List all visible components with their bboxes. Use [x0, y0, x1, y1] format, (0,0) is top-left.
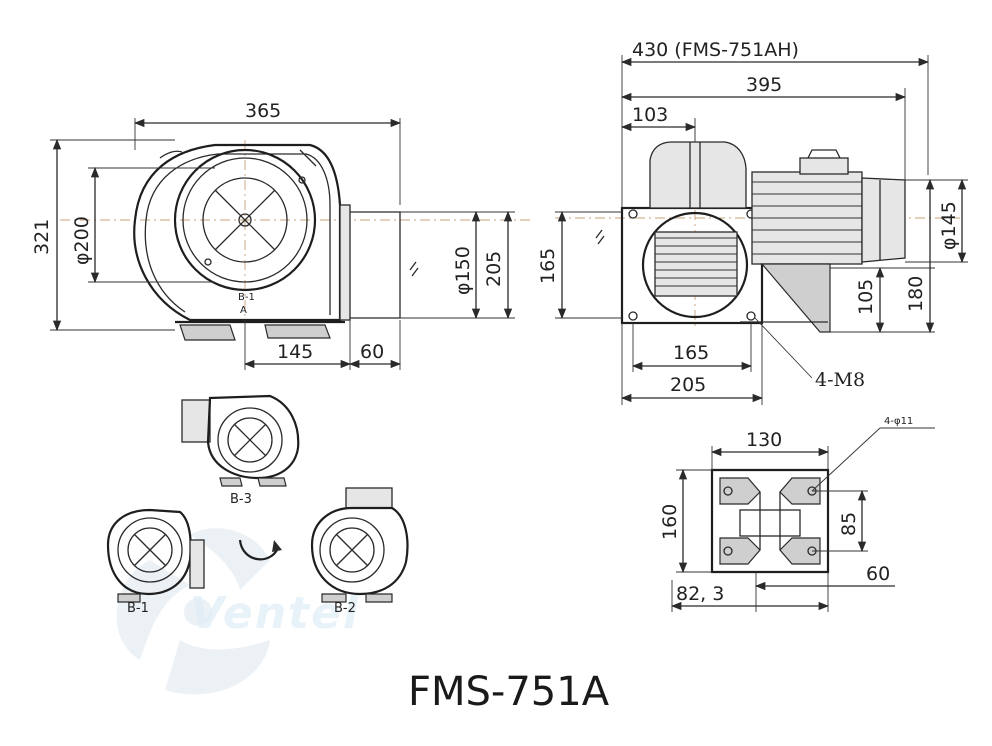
model-title: FMS-751A — [408, 669, 610, 715]
bolt-label: 4-M8 — [815, 369, 865, 391]
dim-hole-pitch: 85 — [838, 512, 860, 536]
dim-shaft-height: 105 — [855, 279, 877, 315]
orientation-b2: B-2 — [310, 487, 409, 616]
dim-outlet-depth: 60 — [360, 341, 384, 363]
dim-inlet-diameter: φ200 — [71, 216, 93, 265]
dim-base-height-plan: 160 — [659, 504, 681, 540]
orientation-b1: B-1 — [106, 508, 205, 616]
rotation-arrow-icon — [238, 539, 280, 561]
dim-length-ah: 430 (FMS-751AH) — [632, 39, 799, 61]
dim-foot-width: 60 — [866, 563, 890, 585]
dim-base-length: 145 — [277, 341, 313, 363]
base-feet — [179, 324, 236, 341]
orientation-b3: B-3 — [181, 394, 300, 507]
dim-base-height: 180 — [905, 276, 927, 312]
volute-housing — [133, 143, 342, 322]
inlet-circle-outer — [173, 148, 317, 292]
direction-mark: B-1 — [238, 292, 255, 303]
dim-base-width: 130 — [746, 429, 782, 451]
dim-offset: 82, 3 — [676, 583, 724, 605]
label-b3: B-3 — [230, 492, 252, 507]
dim-flange-width-outer: 205 — [670, 374, 706, 396]
dim-flange-height: 165 — [537, 248, 559, 284]
dim-flange-width-inner: 165 — [673, 342, 709, 364]
dim-height-total: 321 — [31, 219, 53, 255]
front-view: 430 (FMS-751AH) 395 103 165 165 205 4-M8… — [537, 39, 968, 405]
base-view: 130 4-φ11 160 85 60 82, 3 — [659, 416, 935, 612]
dim-outlet-diameter: φ150 — [452, 246, 474, 295]
rotation-arrowhead-icon — [272, 540, 282, 552]
watermark-fan-icon — [116, 528, 270, 695]
dim-inlet-offset: 103 — [632, 104, 668, 126]
dim-motor-diameter: φ145 — [938, 201, 960, 250]
label-b1: B-1 — [127, 601, 149, 616]
ventel-watermark: Ventel — [116, 528, 358, 695]
front-inlet — [641, 211, 749, 319]
dim-width-total: 365 — [245, 100, 281, 122]
side-view: B-1 A 365 321 φ200 φ150 205 145 60 — [31, 100, 530, 370]
hole-label: 4-φ11 — [884, 416, 913, 427]
dim-length: 395 — [746, 74, 782, 96]
outlet-flange — [339, 204, 351, 321]
label-b2: B-2 — [334, 601, 356, 616]
svg-text:A: A — [240, 305, 247, 316]
dim-outlet-height: 205 — [483, 251, 505, 287]
